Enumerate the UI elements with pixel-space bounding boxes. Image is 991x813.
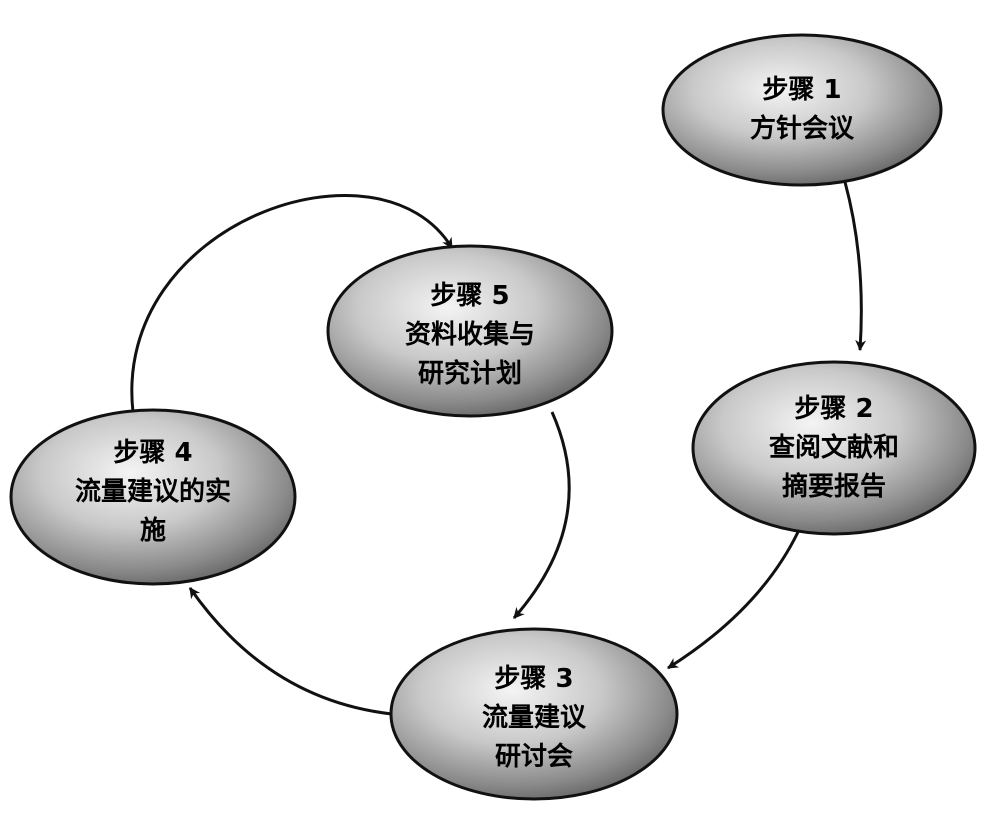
node-step2-line-3: 摘要报告 — [781, 471, 886, 502]
node-step3-line-3: 研讨会 — [494, 741, 573, 772]
node-step5-line-2: 资料收集与 — [404, 319, 535, 350]
node-step3-label: 步骤 3 流量建议 研讨会 — [414, 658, 654, 778]
node-step3-line-1: 步骤 3 — [494, 663, 574, 694]
node-step1-ellipse — [661, 33, 943, 187]
node-step5-label: 步骤 5 资料收集与 研究计划 — [350, 275, 590, 395]
node-step5-line-1: 步骤 5 — [430, 280, 510, 311]
node-step2-label: 步骤 2 查阅文献和 摘要报告 — [714, 388, 954, 508]
node-step1-label: 步骤 1 方针会议 — [682, 50, 922, 170]
node-step2-ellipse — [691, 360, 977, 536]
node-step4-line-1: 步骤 4 — [113, 437, 193, 468]
node-step2-line-1: 步骤 2 — [794, 393, 874, 424]
node-step4-label: 步骤 4 流量建议的实 施 — [18, 432, 288, 552]
node-step3-ellipse — [389, 627, 679, 801]
edge-step3-to-step4 — [188, 587, 393, 716]
node-step1-line-2: 方针会议 — [749, 114, 854, 144]
node-step5-line-3: 研究计划 — [417, 358, 522, 389]
node-step4-line-3: 施 — [139, 515, 166, 546]
node-step5-ellipse — [326, 244, 614, 418]
edge-step2-to-step3 — [667, 531, 800, 670]
node-step1-line-1: 步骤 1 — [762, 75, 842, 105]
node-step2-line-2: 查阅文献和 — [768, 432, 899, 463]
node-step4-ellipse — [9, 408, 297, 586]
node-step4-line-2: 流量建议的实 — [74, 476, 231, 507]
edge-step1-to-step2 — [843, 181, 867, 352]
node-step3-line-2: 流量建议 — [481, 702, 586, 733]
edge-step4-to-step5 — [130, 194, 454, 413]
edge-step5-to-step3 — [512, 411, 571, 619]
